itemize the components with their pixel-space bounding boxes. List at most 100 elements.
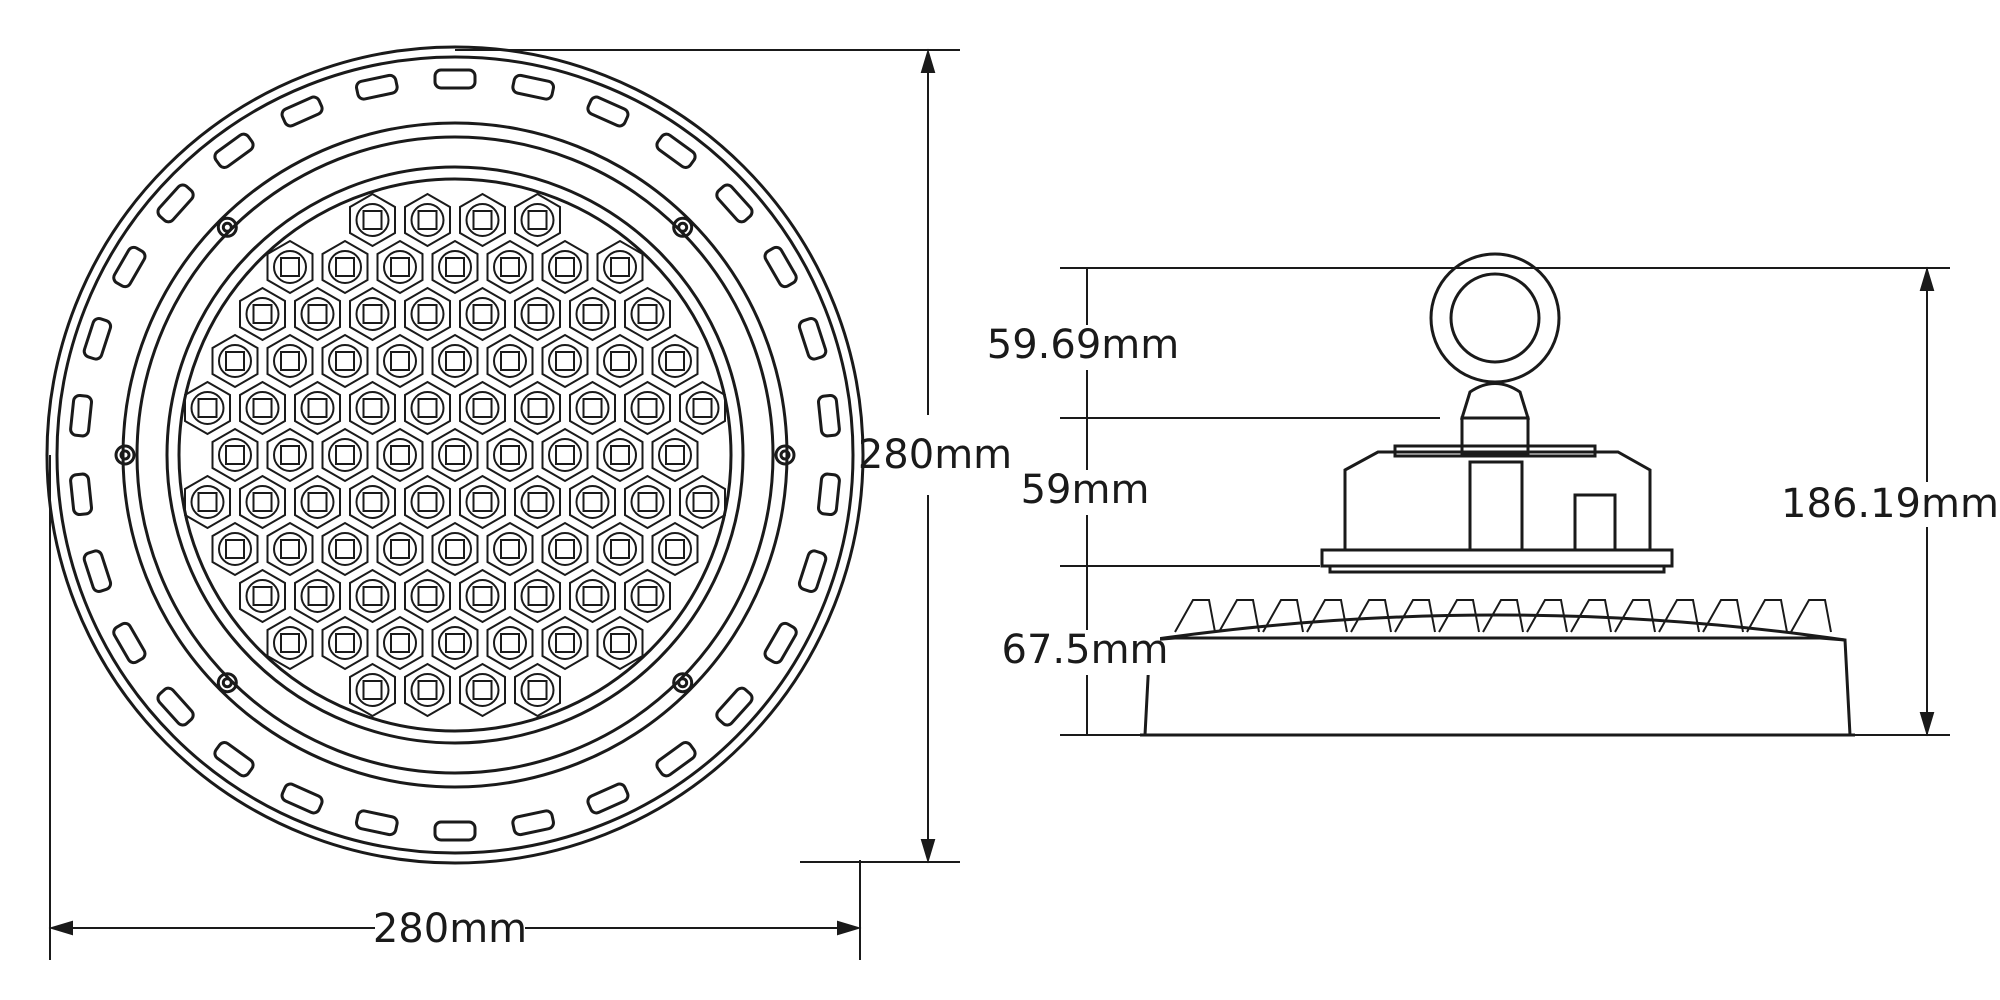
led-chip [500,633,520,653]
led-lens [410,673,445,707]
led-lens [273,438,307,472]
led-chip [362,680,383,700]
led-chip [637,398,658,418]
led-lens [355,203,390,237]
led-lens [658,344,692,378]
heatsink-slot [586,782,630,815]
led-hexagon [404,286,451,342]
led-hexagon [459,474,506,530]
led-lens [300,485,335,519]
led-hexagon [459,380,506,436]
heatsink-slot [213,132,255,169]
led-chip [390,351,410,371]
led-chip [417,492,438,512]
led-hexagon [486,239,534,295]
driver-top-plate [1393,444,1597,458]
led-hexagon [431,239,479,295]
led-hexagon [596,427,644,483]
body-height-label: 67.5mm [1002,627,1169,673]
led-lens [575,391,610,425]
led-lens [685,485,720,519]
led-chip [610,539,630,559]
led-hexagon [376,239,424,295]
outer-ring-inner-edge [55,55,855,855]
led-lens [273,250,307,284]
led-hexagon [349,474,396,530]
led-lens [218,344,252,378]
led-lens [465,391,500,425]
label-bg-total [1820,482,1970,527]
heatsink-slot [816,472,841,517]
led-hexagon [239,286,286,342]
led-chip [417,680,438,700]
led-lens [355,391,390,425]
led-chip [527,680,548,700]
led-hexagon [404,192,451,248]
led-hexagon [514,192,561,248]
led-lens [603,626,637,660]
led-hexagon [321,427,369,483]
led-hexagon [404,662,451,718]
led-hexagon [486,333,534,389]
heatsink-fin [1174,599,1216,633]
led-chip [335,257,355,277]
led-lens [658,532,692,566]
led-lens [245,297,280,331]
led-hexagon [541,521,589,577]
led-chip [335,633,355,653]
driver-center-column [1468,460,1524,552]
led-chip [307,492,328,512]
led-chip [362,492,383,512]
screw-head [221,221,233,233]
screw-icon [774,444,796,466]
heatsink-slot [82,317,113,361]
heatsink-slots [69,68,841,842]
led-lens [520,579,555,613]
led-lens [493,438,527,472]
led-lens [438,344,472,378]
led-lens [383,250,417,284]
led-hexagon [596,521,644,577]
led-chip [582,398,603,418]
led-lens [300,297,335,331]
led-lens [273,344,307,378]
led-chip [362,304,383,324]
led-chip [665,445,685,465]
outer-ring [45,45,865,865]
led-lens [328,626,362,660]
led-chip [280,257,300,277]
led-lens [603,532,637,566]
heatsink-slot [82,549,113,593]
lens-ring [165,165,745,745]
led-chip [335,351,355,371]
heatsink-slot [511,809,555,837]
led-lens [190,391,225,425]
led-hexagon [349,662,396,718]
eye-bolt-stem [1460,416,1530,456]
heatsink-slot [112,245,147,289]
led-hexagon [596,333,644,389]
led-hexagon [321,615,369,671]
lamp-body-top [1149,613,1846,642]
led-hexagon [486,615,534,671]
led-chip [307,586,328,606]
led-chip [610,351,630,371]
led-chip [225,539,245,559]
led-hexagon [596,615,644,671]
led-chip [445,445,465,465]
heatsink-slot [797,317,828,361]
screw-head [221,677,233,689]
led-hexagon [624,474,671,530]
heatsink-slot [213,741,255,778]
led-chip [665,351,685,371]
led-hexagon [514,380,561,436]
led-chip [527,398,548,418]
led-chip [362,210,383,230]
led-chip [610,633,630,653]
led-lens [328,532,362,566]
led-hexagon [541,239,589,295]
led-chip [280,351,300,371]
led-chip [252,398,273,418]
heatsink-slot [280,95,324,128]
